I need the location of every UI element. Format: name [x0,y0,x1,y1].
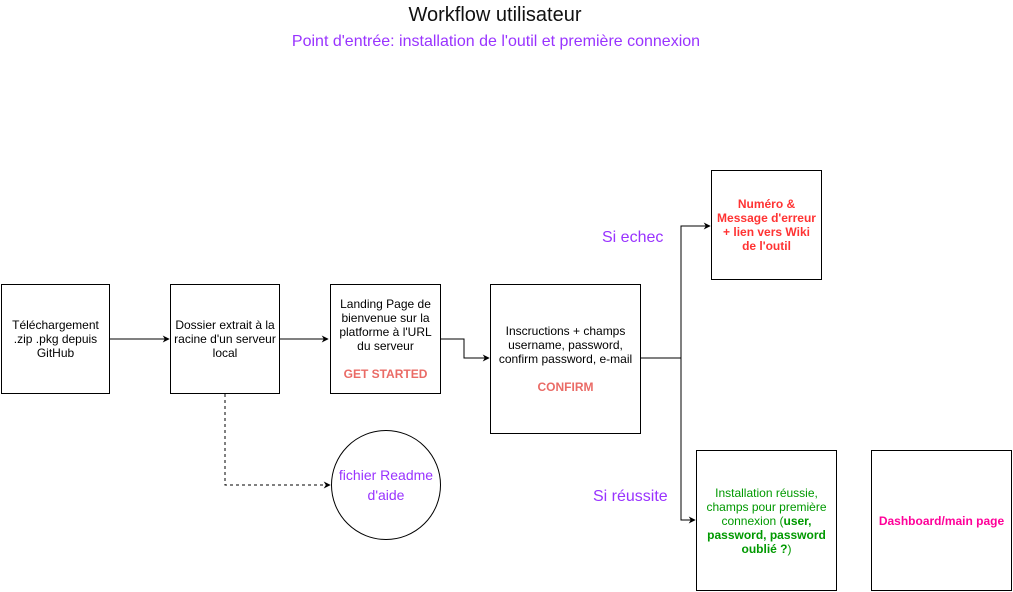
success-suffix: ) [787,541,792,556]
edge-extract-readme [224,394,331,489]
node-dashboard-text: Dashboard/main page [878,513,1005,528]
node-landing-text: Landing Page de bienvenue sur la platfor… [339,297,432,353]
node-instructions: Inscructions + champs username, password… [490,284,641,434]
node-readme: fichier Readme d'aide [331,430,441,540]
diagram-subtitle: Point d'entrée: installation de l'outil … [291,33,701,50]
node-extract: Dossier extrait à la racine d'un serveur… [170,284,280,394]
node-readme-text: fichier Readme d'aide [338,467,434,503]
edge-landing-instructions [441,338,490,362]
node-success-text: Installation réussie, champs pour premiè… [700,486,833,556]
node-download: Téléchargement .zip .pkg depuis GitHub [1,284,110,394]
success-bold-fields: user, password, password oublié ? [707,513,826,556]
label-success: Si réussite [593,488,668,505]
node-download-text: Téléchargement .zip .pkg depuis GitHub [12,318,99,360]
node-instructions-text: Inscructions + champs username, password… [498,324,633,366]
node-success: Installation réussie, champs pour premiè… [696,450,837,591]
node-dashboard: Dashboard/main page [871,450,1012,591]
node-error: Numéro & Message d'erreur + lien vers Wi… [711,170,822,280]
edge-instructions-error [641,222,711,359]
get-started-label: GET STARTED [343,367,428,381]
node-error-text: Numéro & Message d'erreur + lien vers Wi… [717,197,816,253]
confirm-label: CONFIRM [537,380,594,394]
node-landing: Landing Page de bienvenue sur la platfor… [330,284,441,394]
edge-instructions-success [680,358,696,524]
diagram-title: Workflow utilisateur [408,4,582,26]
success-prefix: Installation réussie, champs pour premiè… [706,485,827,528]
node-extract-text: Dossier extrait à la racine d'un serveur… [174,318,276,360]
label-fail: Si echec [602,229,664,246]
